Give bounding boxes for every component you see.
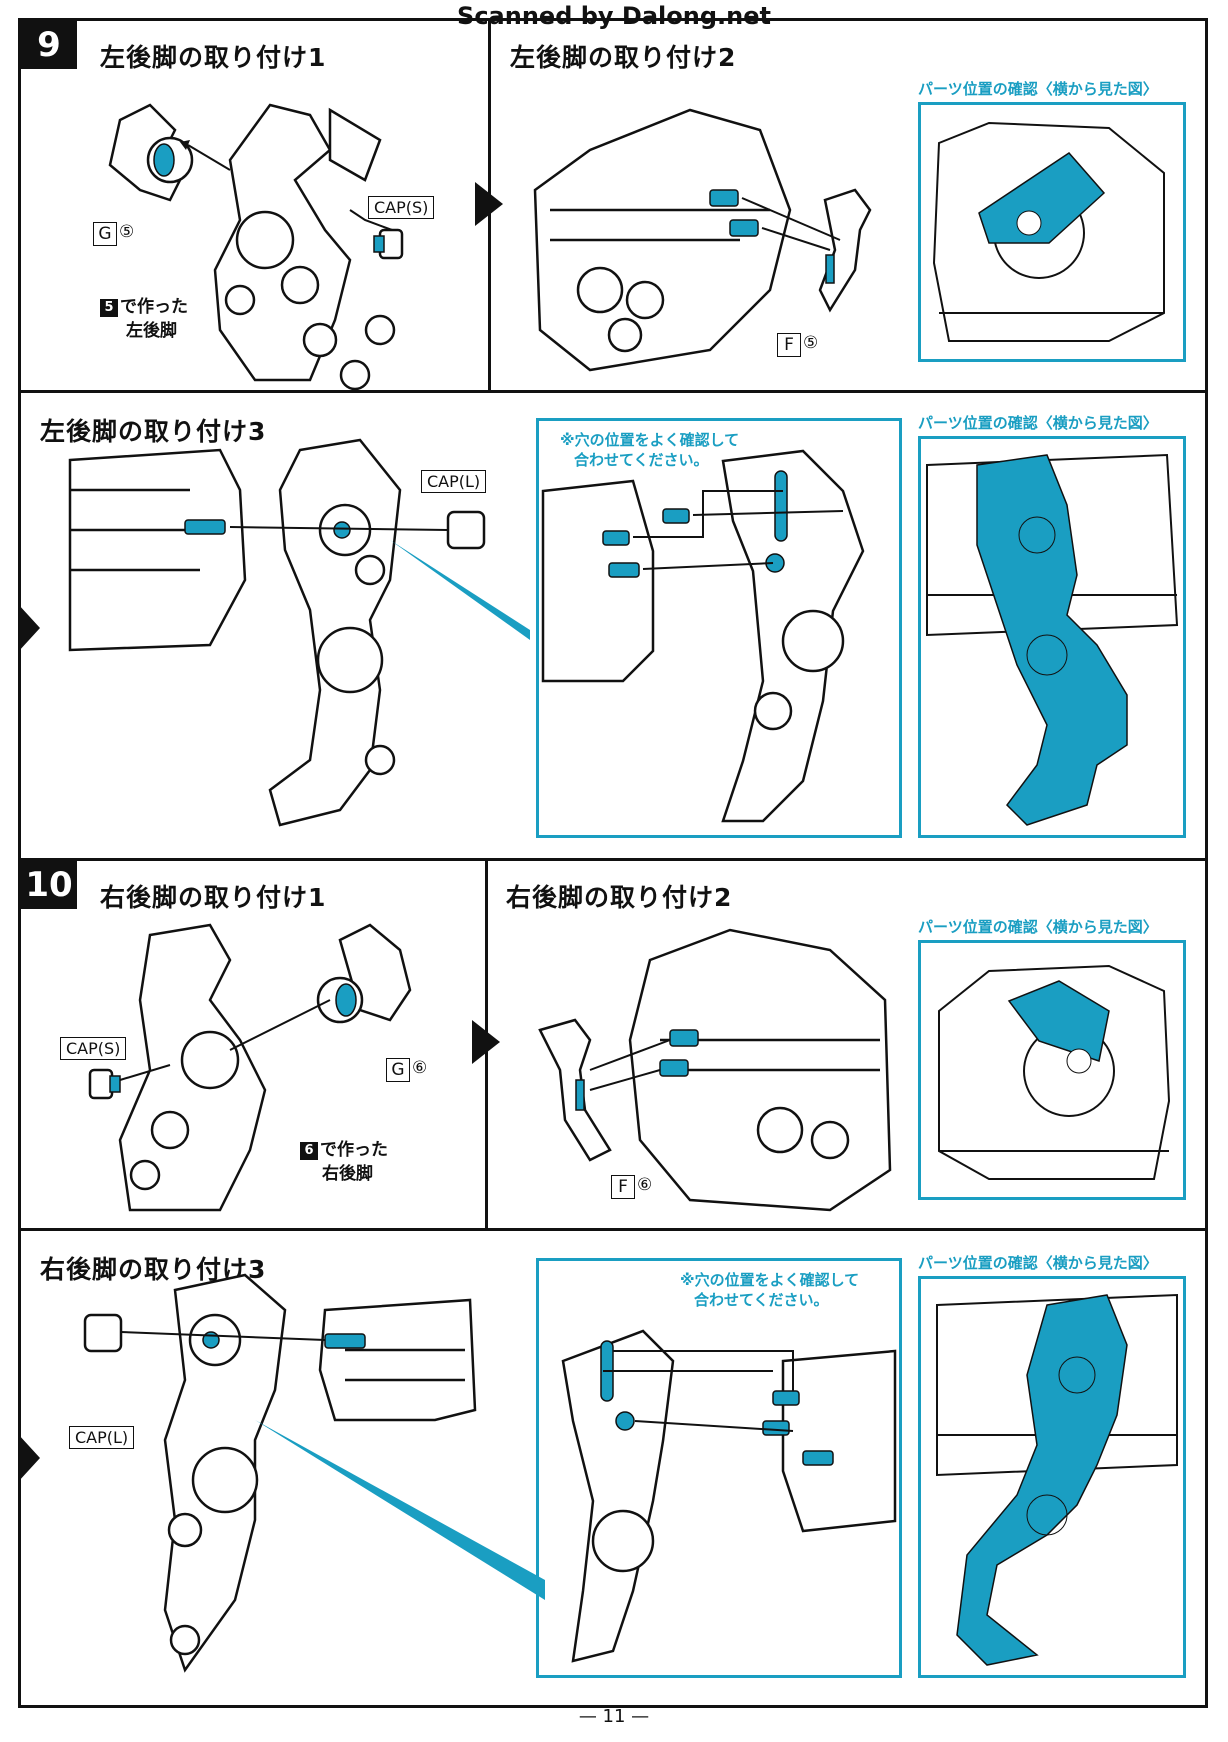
leg-cap-illustration	[83, 1273, 545, 1673]
step-ref-badge: 6	[300, 1142, 318, 1160]
step10-panel2-title: 右後脚の取り付け2	[506, 883, 733, 912]
step-ref-badge: 5	[100, 299, 118, 317]
leg-attach-illustration	[88, 923, 412, 1212]
next-arrow	[475, 182, 503, 226]
note-line2: 合わせてください。	[694, 1291, 829, 1309]
body-attach-illustration	[538, 928, 892, 1212]
confirm-view-label: パーツ位置の確認〈横から見た図〉	[918, 1254, 1158, 1272]
part-number: ⑤	[119, 222, 135, 242]
page-number: — 11 —	[578, 1706, 650, 1727]
cap-l-label: CAP(L)	[421, 470, 487, 493]
side-view-box	[918, 436, 1186, 838]
note-line1: ※穴の位置をよく確認して	[560, 431, 740, 449]
hole-detail-box	[536, 418, 902, 838]
hole-detail-illustration	[541, 449, 865, 823]
part-letter: F	[611, 1175, 635, 1199]
part-f6-label: F ⑥	[611, 1175, 652, 1199]
part-f5-label: F ⑤	[777, 333, 818, 357]
part-number: ⑥	[412, 1058, 428, 1078]
leg-attach-illustration	[108, 103, 404, 391]
divider-row1	[18, 390, 1205, 393]
side-view-box	[918, 1276, 1186, 1678]
confirm-view-label: パーツ位置の確認〈横から見た図〉	[918, 918, 1158, 936]
page-frame	[18, 18, 1208, 1708]
step10-panel1-title: 右後脚の取り付け1	[100, 883, 327, 912]
made-line2: 右後脚	[322, 1164, 373, 1184]
part-letter: G	[93, 222, 117, 246]
hole-detail-box	[536, 1258, 902, 1678]
hole-note: ※穴の位置をよく確認して 合わせてください。	[560, 430, 739, 470]
continue-marker	[18, 1434, 40, 1482]
next-arrow	[472, 1020, 500, 1064]
continue-marker	[18, 604, 40, 652]
side-view-illustration	[936, 1293, 1178, 1666]
part-number: ⑥	[637, 1175, 653, 1195]
confirm-view-label: パーツ位置の確認〈横から見た図〉	[918, 414, 1158, 432]
hole-note: ※穴の位置をよく確認して 合わせてください。	[680, 1270, 859, 1310]
part-g6-label: G ⑥	[386, 1058, 427, 1082]
part-letter: G	[386, 1058, 410, 1082]
side-view-illustration	[932, 121, 1165, 342]
step9-panel3-title: 左後脚の取り付け3	[40, 417, 267, 446]
step-number-badge: 10	[21, 861, 77, 909]
note-line1: ※穴の位置をよく確認して	[680, 1271, 860, 1289]
side-view-illustration	[938, 964, 1171, 1180]
step-number-badge: 9	[21, 21, 77, 69]
divider-row4	[18, 1228, 1205, 1231]
note-line2: 合わせてください。	[574, 451, 709, 469]
part-g5-label: G ⑤	[93, 222, 134, 246]
side-view-illustration	[926, 453, 1179, 826]
confirm-view-label: パーツ位置の確認〈横から見た図〉	[918, 80, 1158, 98]
step9-panel2-title: 左後脚の取り付け2	[510, 43, 737, 72]
cap-s-label: CAP(S)	[60, 1037, 127, 1060]
cap-l-label: CAP(L)	[69, 1426, 135, 1449]
watermark: Scanned by Dalong.net	[457, 2, 771, 30]
side-view-box	[918, 940, 1186, 1200]
divider-step10	[18, 858, 1205, 861]
side-view-box	[918, 102, 1186, 362]
body-attach-illustration	[533, 108, 872, 372]
leg-cap-illustration	[68, 438, 530, 827]
made-line1: で作った	[320, 1140, 388, 1160]
made-line2: 左後脚	[126, 321, 177, 341]
step9-panel1-title: 左後脚の取り付け1	[100, 43, 327, 72]
part-number: ⑤	[803, 333, 819, 353]
made-line1: で作った	[120, 297, 188, 317]
hole-detail-illustration	[561, 1329, 897, 1663]
part-letter: F	[777, 333, 801, 357]
cap-s-label: CAP(S)	[368, 196, 435, 219]
